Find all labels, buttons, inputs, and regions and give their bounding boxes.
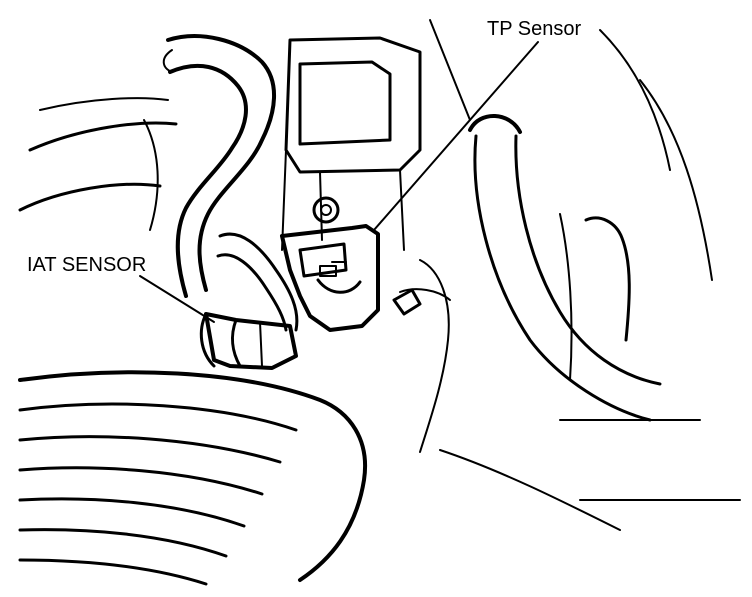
iat-sensor-leader-line — [139, 275, 215, 323]
tp-sensor-body — [280, 224, 380, 332]
upper-radiator-hose — [162, 34, 276, 298]
iat-sensor-label: IAT SENSOR — [27, 254, 147, 276]
throttle-body — [281, 36, 422, 251]
tp-sensor-leader-line — [373, 41, 539, 231]
tp-sensor-label: TP Sensor — [487, 18, 582, 40]
left-hose-bundle — [18, 97, 178, 231]
lower-right-details — [429, 19, 741, 531]
intake-duct-bellows — [18, 370, 368, 586]
iat-sensor-body — [199, 232, 299, 370]
right-hoses — [392, 114, 662, 453]
